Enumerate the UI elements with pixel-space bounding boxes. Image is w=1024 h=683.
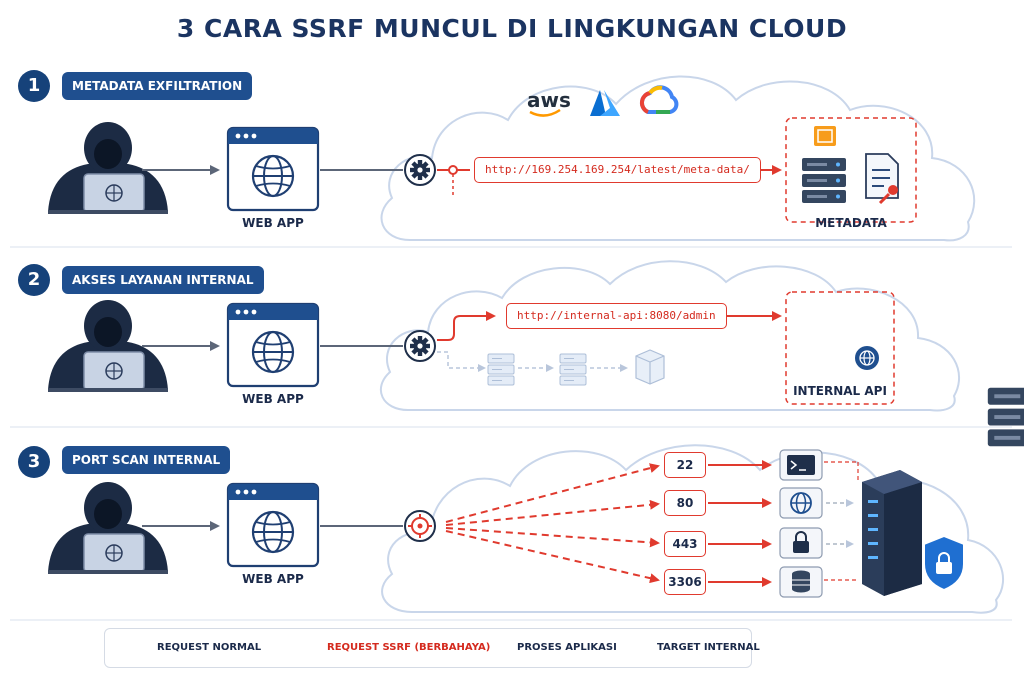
web-app-icon-3 — [226, 482, 320, 568]
cloud-section-2 — [379, 260, 960, 412]
ssrf-node-1 — [448, 165, 458, 175]
metadata-caption: METADATA — [815, 216, 887, 230]
ssrf-path-2 — [437, 311, 496, 341]
legend-box: REQUEST NORMAL REQUEST SSRF (BERBAHAYA) … — [104, 628, 760, 668]
section-3-number: 3 — [18, 446, 50, 478]
web-app-icon-2 — [226, 302, 320, 388]
aws-smile-icon — [529, 108, 561, 117]
globe-badge-icon — [853, 344, 881, 372]
section-1-label: METADATA EXFILTRATION — [62, 72, 253, 100]
web-app-caption-1: WEB APP — [242, 216, 304, 230]
legend-process-label: PROSES APLIKASI — [517, 642, 617, 653]
server-icon-1 — [802, 158, 846, 203]
hacker-icon-1 — [47, 121, 169, 215]
section-1-number: 1 — [18, 70, 50, 102]
faint-server-icon-2 — [559, 353, 587, 386]
faint-box-icon — [635, 349, 665, 385]
document-key-icon — [865, 153, 899, 205]
internal-api-url: http://internal-api:8080/admin — [506, 303, 727, 329]
scan-arrow-3306 — [445, 530, 660, 584]
internal-api-target-box — [785, 291, 895, 405]
legend-target-label: TARGET INTERNAL — [657, 642, 760, 653]
port-22: 22 — [664, 452, 706, 478]
web-app-icon-1 — [226, 126, 320, 212]
database-icon — [779, 566, 823, 598]
metadata-target-box — [785, 117, 917, 223]
internal-path-faint — [437, 351, 486, 372]
google-cloud-logo-icon — [639, 85, 679, 114]
target-crosshair-icon — [404, 510, 436, 542]
legend-ssrf-label: REQUEST SSRF (BERBAHAYA) — [327, 642, 491, 653]
web-app-caption-3: WEB APP — [242, 572, 304, 586]
metadata-url: http://169.254.169.254/latest/meta-data/ — [474, 157, 761, 183]
azure-logo-icon — [590, 90, 620, 116]
gear-icon-1 — [404, 154, 436, 186]
section-3-label: PORT SCAN INTERNAL — [62, 446, 231, 474]
faint-server-icon-1 — [487, 353, 515, 386]
port-3306: 3306 — [664, 569, 706, 595]
lock-icon — [779, 527, 823, 559]
gear-icon-2 — [404, 330, 436, 362]
section-2-number: 2 — [18, 264, 50, 296]
aws-logo-text: aws — [527, 88, 571, 112]
server-icon-2 — [987, 387, 1024, 447]
web-globe-icon — [779, 487, 823, 519]
port-80: 80 — [664, 490, 706, 516]
hacker-icon-3 — [47, 481, 169, 575]
web-app-caption-2: WEB APP — [242, 392, 304, 406]
legend-normal-label: REQUEST NORMAL — [157, 642, 262, 653]
page-title: 3 CARA SSRF MUNCUL DI LINGKUNGAN CLOUD — [176, 14, 848, 43]
section-2-label: AKSES LAYANAN INTERNAL — [62, 266, 264, 294]
internal-api-caption: INTERNAL API — [793, 384, 887, 398]
shield-lock-icon — [923, 534, 965, 592]
aws-instance-icon — [814, 126, 836, 146]
scan-arrow-22 — [445, 463, 660, 523]
port-443: 443 — [664, 531, 706, 557]
terminal-icon — [779, 449, 823, 481]
internal-server-icon — [862, 470, 922, 596]
